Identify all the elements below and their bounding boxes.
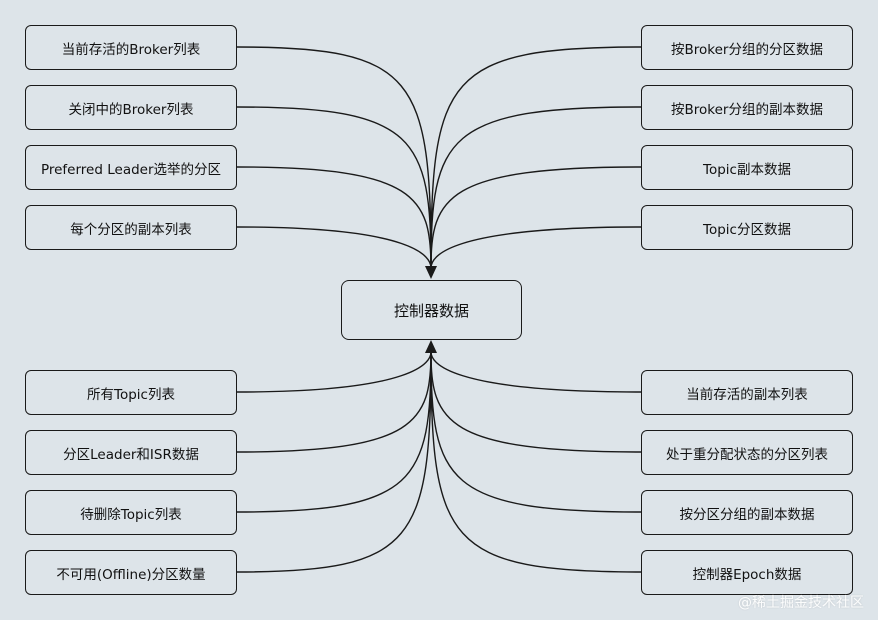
node-bottom-right-2: 处于重分配状态的分区列表 [641, 430, 853, 475]
node-top-left-3: Preferred Leader选举的分区 [25, 145, 237, 190]
center-node: 控制器数据 [341, 280, 522, 340]
node-label: 控制器Epoch数据 [692, 566, 802, 583]
node-top-left-1: 当前存活的Broker列表 [25, 25, 237, 70]
connector-top-right-2 [430, 106, 642, 269]
node-label: 每个分区的副本列表 [70, 221, 192, 238]
node-bottom-right-3: 按分区分组的副本数据 [641, 490, 853, 535]
node-label: 当前存活的副本列表 [686, 386, 808, 403]
node-label: 不可用(Offline)分区数量 [56, 566, 206, 583]
connector-top-left-1 [236, 46, 432, 269]
node-top-right-3: Topic副本数据 [641, 145, 853, 190]
watermark: @稀土掘金技术社区 [738, 595, 864, 611]
node-bottom-left-3: 待删除Topic列表 [25, 490, 237, 535]
node-label: 处于重分配状态的分区列表 [666, 446, 828, 463]
node-label: 按Broker分组的分区数据 [671, 41, 823, 58]
node-label: 待删除Topic列表 [80, 506, 182, 523]
connector-bottom-left-2 [236, 351, 432, 453]
arrowhead-bottom [425, 340, 437, 353]
node-label: Topic副本数据 [703, 161, 791, 178]
node-label: 关闭中的Broker列表 [68, 101, 194, 118]
node-label: 按分区分组的副本数据 [679, 506, 815, 523]
node-bottom-left-4: 不可用(Offline)分区数量 [25, 550, 237, 595]
node-label: Topic分区数据 [703, 221, 791, 238]
connector-top-left-2 [236, 106, 432, 269]
node-label: 分区Leader和ISR数据 [63, 446, 199, 463]
connector-top-left-4 [236, 226, 432, 269]
node-bottom-left-1: 所有Topic列表 [25, 370, 237, 415]
node-bottom-right-1: 当前存活的副本列表 [641, 370, 853, 415]
node-top-left-4: 每个分区的副本列表 [25, 205, 237, 250]
node-label: 当前存活的Broker列表 [61, 41, 201, 58]
connector-bottom-left-1 [236, 351, 432, 393]
node-top-right-4: Topic分区数据 [641, 205, 853, 250]
node-label: 按Broker分组的副本数据 [671, 101, 823, 118]
connector-bottom-right-2 [430, 351, 642, 453]
node-top-right-1: 按Broker分组的分区数据 [641, 25, 853, 70]
connector-top-left-3 [236, 166, 432, 269]
node-top-right-2: 按Broker分组的副本数据 [641, 85, 853, 130]
connector-bottom-right-1 [430, 351, 642, 393]
arrowhead-top [425, 266, 437, 279]
node-bottom-left-2: 分区Leader和ISR数据 [25, 430, 237, 475]
node-label: 所有Topic列表 [87, 386, 175, 403]
connector-bottom-right-4 [430, 351, 642, 573]
node-bottom-right-4: 控制器Epoch数据 [641, 550, 853, 595]
node-label: Preferred Leader选举的分区 [40, 161, 222, 178]
connector-top-right-1 [430, 46, 642, 269]
node-top-left-2: 关闭中的Broker列表 [25, 85, 237, 130]
connector-top-right-4 [430, 226, 642, 269]
connector-top-right-3 [430, 166, 642, 269]
connector-bottom-left-4 [236, 351, 432, 573]
center-label: 控制器数据 [393, 301, 469, 320]
